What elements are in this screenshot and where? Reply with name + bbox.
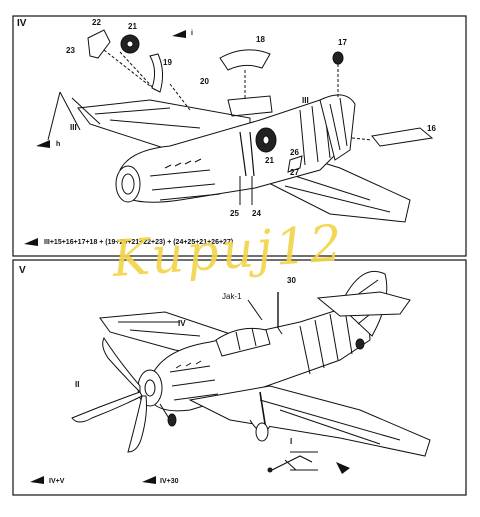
step-iv-label: IV — [17, 18, 27, 29]
glue-icon-v-c — [336, 462, 350, 474]
part-iii-left-label: III — [70, 123, 77, 132]
glue-note-h: h — [56, 141, 61, 148]
step-v-label: V — [19, 265, 26, 276]
jak-1-label: Jak-1 — [222, 292, 242, 301]
part-20-label: 20 — [200, 77, 209, 86]
part-17-label: 17 — [338, 38, 347, 47]
part-21b-label: 21 — [265, 156, 274, 165]
part-i-label: I — [290, 437, 293, 446]
part-16-label: 16 — [427, 124, 436, 133]
part-22-label: 22 — [92, 18, 101, 27]
part-18-label: 18 — [256, 35, 265, 44]
part-25-label: 25 — [230, 209, 239, 218]
glue-icon-v-a — [30, 476, 44, 484]
part-27-label: 27 — [290, 168, 299, 177]
panel-v-aircraft — [71, 270, 431, 473]
part-21-label: 21 — [128, 22, 137, 31]
panel-v-frame — [12, 259, 467, 496]
part-26-label: 26 — [290, 148, 299, 157]
glue-icon-assembly — [24, 238, 38, 246]
part-19-label: 19 — [163, 58, 172, 67]
glue-note-i: i — [191, 30, 193, 37]
glue-icon-h — [36, 140, 50, 148]
part-ii-label: II — [75, 380, 80, 389]
note-iv-v: IV+V — [49, 478, 65, 485]
part-30-label: 30 — [287, 276, 296, 285]
note-iv-30: IV+30 — [160, 478, 179, 485]
glue-icon-i — [172, 30, 186, 38]
part-iii-label: III — [302, 96, 309, 105]
part-23-label: 23 — [66, 46, 75, 55]
glue-icon-v-b — [142, 476, 156, 484]
panel-iv-aircraft — [47, 29, 434, 223]
part-24-label: 24 — [252, 209, 261, 218]
part-iv-label: IV — [178, 319, 186, 328]
assembly-formula: III+15+16+17+18 + (19+20+21+22+23) + (24… — [44, 239, 234, 246]
panel-iv-frame — [12, 15, 467, 257]
